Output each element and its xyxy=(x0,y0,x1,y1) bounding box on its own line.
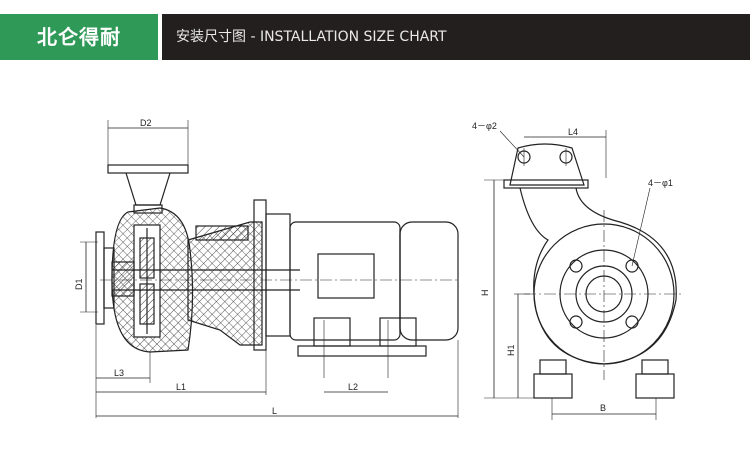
label-hole-d1: 4－φ1 xyxy=(648,178,673,188)
bolt-hole-4 xyxy=(625,315,639,329)
label-d1: D1 xyxy=(74,278,84,290)
inlet-flange xyxy=(95,231,105,325)
label-l4: L4 xyxy=(568,127,578,137)
page-title: 安装尺寸图 - INSTALLATION SIZE CHART xyxy=(176,29,447,45)
motor-base xyxy=(297,345,427,357)
pump-installation-drawing: D2 D1 L3 L1 L2 L xyxy=(74,118,684,420)
top-outlet xyxy=(509,143,585,186)
label-h1: H1 xyxy=(506,344,516,356)
bolt-hole-2 xyxy=(625,259,639,273)
label-l3: L3 xyxy=(114,368,124,378)
label-hole-d2: 4－φ2 xyxy=(472,121,497,131)
top-flange xyxy=(503,179,589,189)
bearing-bracket xyxy=(187,221,263,346)
header: 北仑得耐 安装尺寸图 - INSTALLATION SIZE CHART xyxy=(0,14,750,60)
label-l: L xyxy=(272,406,277,416)
motor-fan-cover xyxy=(399,221,459,341)
bolt-hole-3 xyxy=(569,315,583,329)
outlet-flange xyxy=(107,164,189,174)
label-b: B xyxy=(600,403,606,413)
label-d2: D2 xyxy=(140,118,152,128)
foot-right xyxy=(635,373,675,399)
terminal-box xyxy=(317,253,375,299)
front-view xyxy=(484,130,684,420)
foot-left xyxy=(533,373,573,399)
brand-label: 北仑得耐 xyxy=(0,14,158,60)
title-bar: 安装尺寸图 - INSTALLATION SIZE CHART xyxy=(162,14,750,60)
bolt-hole-1 xyxy=(569,259,583,273)
motor-body xyxy=(289,221,401,341)
label-l2: L2 xyxy=(348,382,358,392)
label-h: H xyxy=(480,290,490,297)
label-l1: L1 xyxy=(176,382,186,392)
side-view xyxy=(80,120,460,418)
outlet-pipe xyxy=(125,172,171,206)
